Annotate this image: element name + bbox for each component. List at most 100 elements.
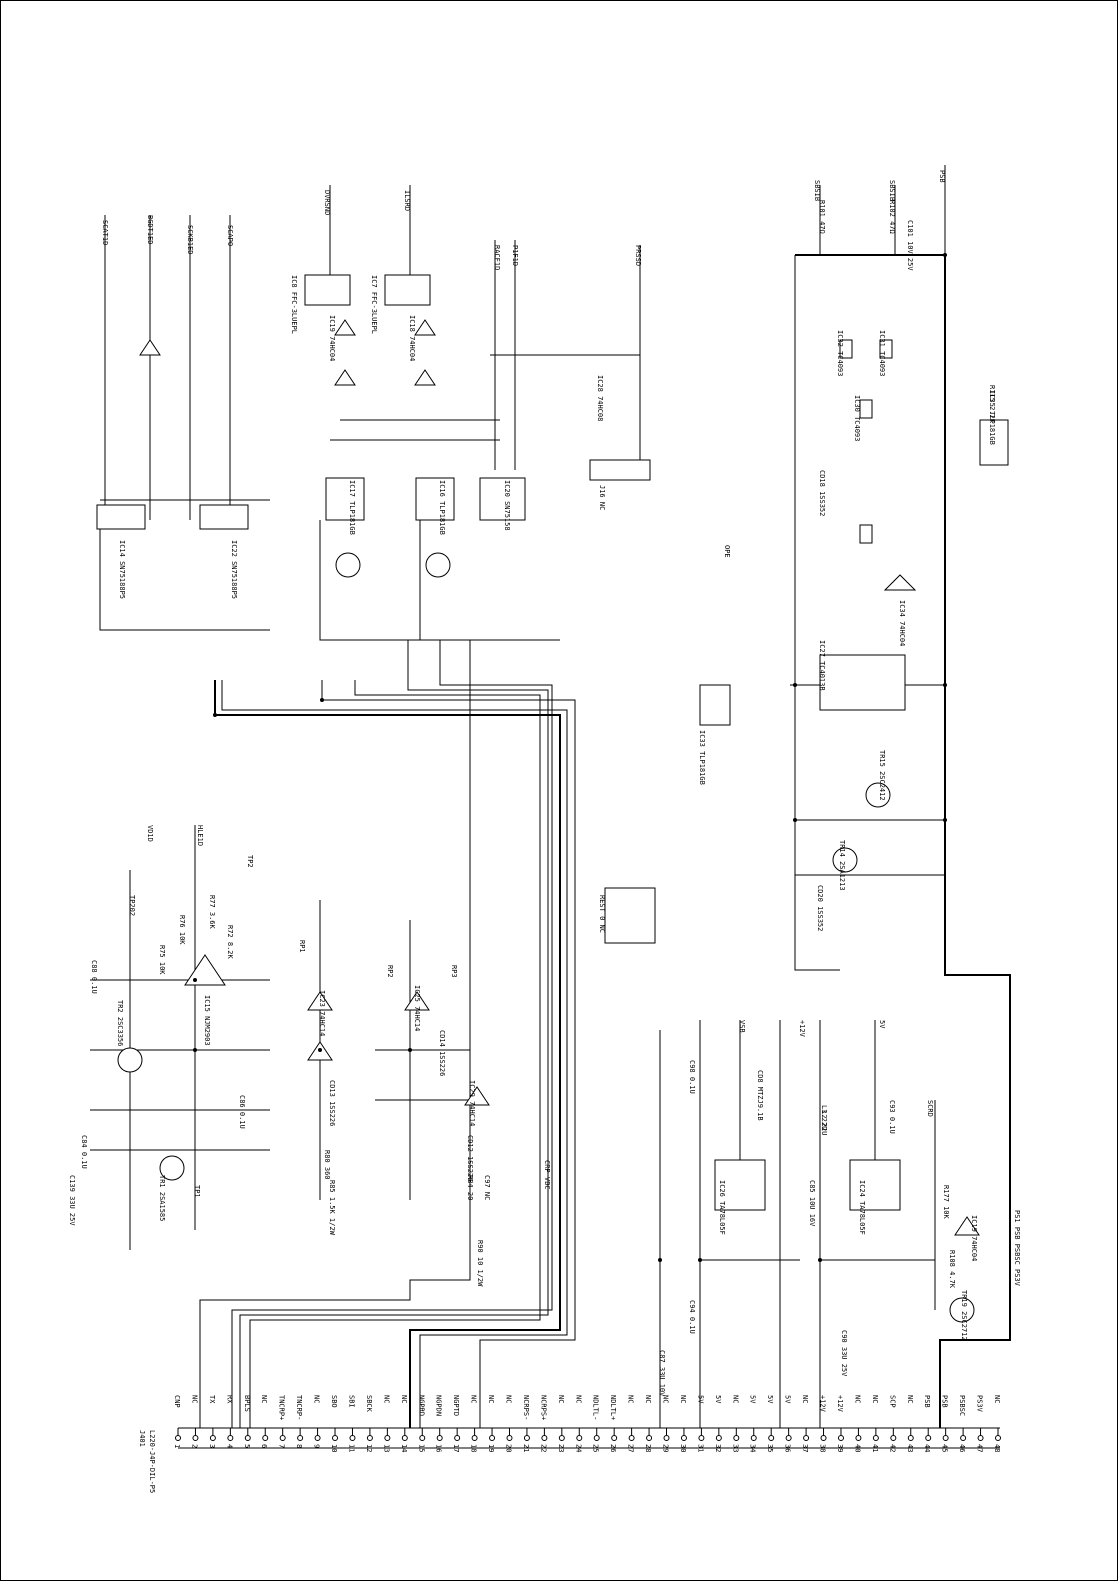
- lower-label: C98 0.1U: [688, 1060, 696, 1094]
- pin-signal: NC: [662, 1395, 670, 1403]
- lower-label: IC19 74HC04: [970, 1215, 978, 1261]
- pin-signal: NC: [644, 1395, 652, 1403]
- lower-label: IC29 74HC14: [468, 1080, 476, 1126]
- pin-number: 27: [627, 1444, 635, 1452]
- pin-signal: NC: [871, 1395, 879, 1403]
- pin-signal: NC: [557, 1395, 565, 1403]
- pin-number: 18: [470, 1444, 478, 1452]
- upper-label: IC27 TC4013B: [818, 640, 826, 691]
- pin-number: 37: [801, 1444, 809, 1452]
- connector-pin: [925, 1435, 932, 1441]
- pin-signal: NCRPS+: [539, 1395, 547, 1420]
- pin-number: 16: [435, 1444, 443, 1452]
- lower-label: TP2: [246, 855, 254, 868]
- connector-pin: [244, 1435, 251, 1441]
- pin-number: 39: [836, 1444, 844, 1452]
- pin-signal: 5V: [749, 1395, 757, 1404]
- lower-label: CD13 1SS226: [328, 1080, 336, 1126]
- pin-signal: PSB: [923, 1395, 931, 1408]
- lower-label: R77 3.6K: [208, 895, 216, 930]
- connector-pin: [611, 1435, 618, 1441]
- pin-number: 6: [260, 1444, 268, 1448]
- lower-label: C93 0.1U: [888, 1100, 896, 1134]
- pin-number: 12: [365, 1444, 373, 1452]
- lower-label: CD8 MTZJ9.1B: [756, 1070, 764, 1121]
- connector-pin: [837, 1435, 844, 1441]
- pin-signal: NC: [627, 1395, 635, 1403]
- pin-number: 36: [784, 1444, 792, 1452]
- pin-number: 42: [888, 1444, 896, 1452]
- pin-signal: NC: [731, 1395, 739, 1403]
- pin-number: 28: [644, 1444, 652, 1452]
- upper-label: SBSIB: [888, 180, 896, 201]
- lower-label: C90 33U 25V: [840, 1330, 848, 1377]
- upper-label: IC16 TLP181GB: [438, 480, 446, 535]
- pin-number: 24: [574, 1444, 582, 1452]
- connector-pin: [872, 1435, 879, 1441]
- pin-signal: NC: [382, 1395, 390, 1403]
- junction-dot: [793, 683, 797, 687]
- upper-label: R102 47Ω: [888, 200, 896, 234]
- pin-number: 9: [313, 1444, 321, 1448]
- lower-label: R76 10K: [178, 915, 186, 945]
- connector-pin: [628, 1435, 635, 1441]
- connector-pin: [907, 1435, 914, 1441]
- pin-signal: RX: [225, 1395, 233, 1404]
- connector-pin: [401, 1435, 408, 1441]
- upper-label: DVRSND: [323, 190, 331, 215]
- junction-dot: [658, 1258, 662, 1262]
- connector-pin: [419, 1435, 426, 1441]
- upper-label: J16 NC: [598, 485, 606, 510]
- pin-number: 22: [539, 1444, 547, 1452]
- junction-dot: [943, 253, 947, 257]
- lower-label: C85 10U 16V: [808, 1180, 816, 1227]
- connector-pin: [523, 1435, 530, 1441]
- pin-signal: TNCRP+: [278, 1395, 286, 1420]
- pin-number: 11: [347, 1444, 355, 1452]
- pin-number: 26: [609, 1444, 617, 1452]
- pin-number: 35: [766, 1444, 774, 1452]
- lower-label: CD12 1SS226: [466, 1135, 474, 1181]
- upper-label: IC34 74HC04: [898, 600, 906, 646]
- junction-dot: [320, 698, 324, 702]
- pin-signal: NC: [993, 1395, 1001, 1403]
- pin-number: 15: [417, 1444, 425, 1452]
- connector-pin: [663, 1435, 670, 1441]
- pin-number: 30: [679, 1444, 687, 1452]
- pin-signal: SBO: [330, 1395, 338, 1408]
- pin-number: 10: [330, 1444, 338, 1452]
- upper-label: SBSIB: [813, 180, 821, 201]
- pin-signal: NC: [504, 1395, 512, 1403]
- upper-label: PSB: [938, 170, 946, 183]
- lower-label: R108 4.7K: [948, 1250, 956, 1289]
- lower-label: +12V: [798, 1020, 806, 1038]
- pin-number: 8: [295, 1444, 303, 1448]
- connector-pin: [890, 1435, 897, 1441]
- lower-label: RP1: [298, 940, 306, 953]
- pin-signal: 5V: [714, 1395, 722, 1404]
- pin-number: 34: [749, 1444, 757, 1452]
- connector-pin: [855, 1435, 862, 1441]
- connector-pin: [489, 1435, 496, 1441]
- upper-label: ILSRD: [403, 190, 411, 211]
- upper-label: IC18 74HC04: [408, 315, 416, 361]
- junction-dot: [318, 1048, 322, 1052]
- pin-number: 33: [731, 1444, 739, 1452]
- connector-pin: [279, 1435, 286, 1441]
- upper-label: P1F1D: [511, 245, 519, 266]
- upper-label: RACF1D: [493, 245, 501, 270]
- lower-label: C139 33U 25V: [68, 1175, 76, 1226]
- upper-label: CD20 1SS352: [816, 885, 824, 931]
- pin-signal: NC: [574, 1395, 582, 1403]
- connector-pin: [593, 1435, 600, 1441]
- lower-label: IC26 TA78L05F: [718, 1180, 726, 1235]
- pin-signal: BPLS: [243, 1395, 251, 1412]
- connector-pin: [576, 1435, 583, 1441]
- pin-signal: SBI: [347, 1395, 355, 1408]
- connector-pin: [175, 1435, 181, 1441]
- upper-label: CD18 1SS352: [818, 470, 826, 516]
- upper-label: IC19 74HC04: [328, 315, 336, 361]
- connector-pin: [977, 1435, 984, 1441]
- connector-pin: [209, 1435, 216, 1441]
- lower-label: RP3: [450, 965, 458, 978]
